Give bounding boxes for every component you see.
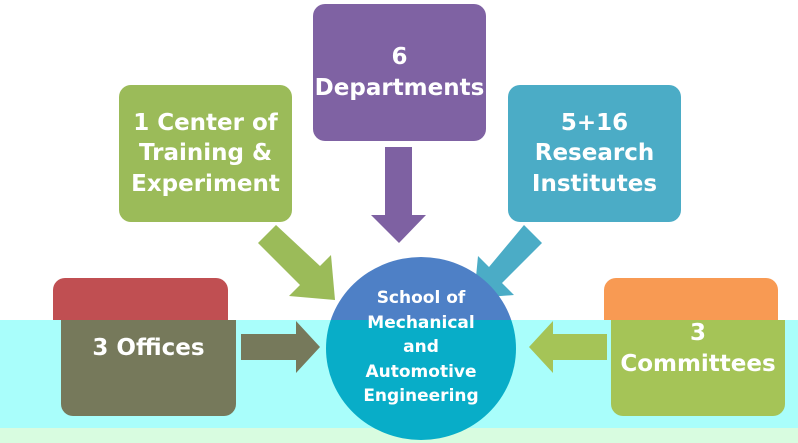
training-center-line-3: Experiment bbox=[131, 170, 280, 197]
research-institutes-box: 5+16 Research Institutes bbox=[508, 85, 681, 222]
training-center-box: 1 Center of Training & Experiment bbox=[119, 85, 292, 222]
research-institutes-line-1: 5+16 bbox=[560, 109, 629, 136]
departments-box: 6 Departments bbox=[313, 4, 486, 141]
research-institutes-line-3: Institutes bbox=[531, 170, 658, 197]
committees-label: Committees bbox=[620, 351, 776, 377]
arrow-offices-to-hub bbox=[241, 321, 320, 373]
offices-box: 3 Offices bbox=[61, 320, 236, 416]
hub-top-fill bbox=[326, 257, 516, 320]
hub-line-2: Mechanical bbox=[367, 312, 475, 333]
school-hub: School of Mechanical and Automotive Engi… bbox=[326, 257, 516, 440]
hub-line-1: School of bbox=[376, 288, 466, 308]
hub-line-4: Automotive bbox=[365, 361, 477, 382]
committees-box: 3 Committees bbox=[611, 320, 785, 416]
hub-bottom-fill bbox=[326, 320, 516, 440]
departments-label: Departments bbox=[314, 74, 485, 101]
offices-label: 3 Offices bbox=[92, 334, 205, 361]
arrow-center-to-hub bbox=[258, 225, 335, 300]
committees-box-top bbox=[604, 278, 778, 320]
arrow-departments-to-hub bbox=[371, 147, 426, 243]
training-center-line-2: Training & bbox=[138, 140, 273, 167]
training-center-line-1: 1 Center of bbox=[133, 109, 278, 136]
committees-count: 3 bbox=[689, 320, 706, 347]
hub-line-5: Engineering bbox=[363, 386, 479, 406]
research-institutes-line-2: Research bbox=[534, 140, 655, 167]
offices-box-top bbox=[53, 278, 228, 320]
hub-label: School of Mechanical and Automotive Engi… bbox=[326, 286, 516, 409]
hub-line-3: and bbox=[403, 337, 439, 357]
arrow-committees-to-hub bbox=[529, 321, 607, 373]
departments-count: 6 bbox=[391, 43, 408, 70]
